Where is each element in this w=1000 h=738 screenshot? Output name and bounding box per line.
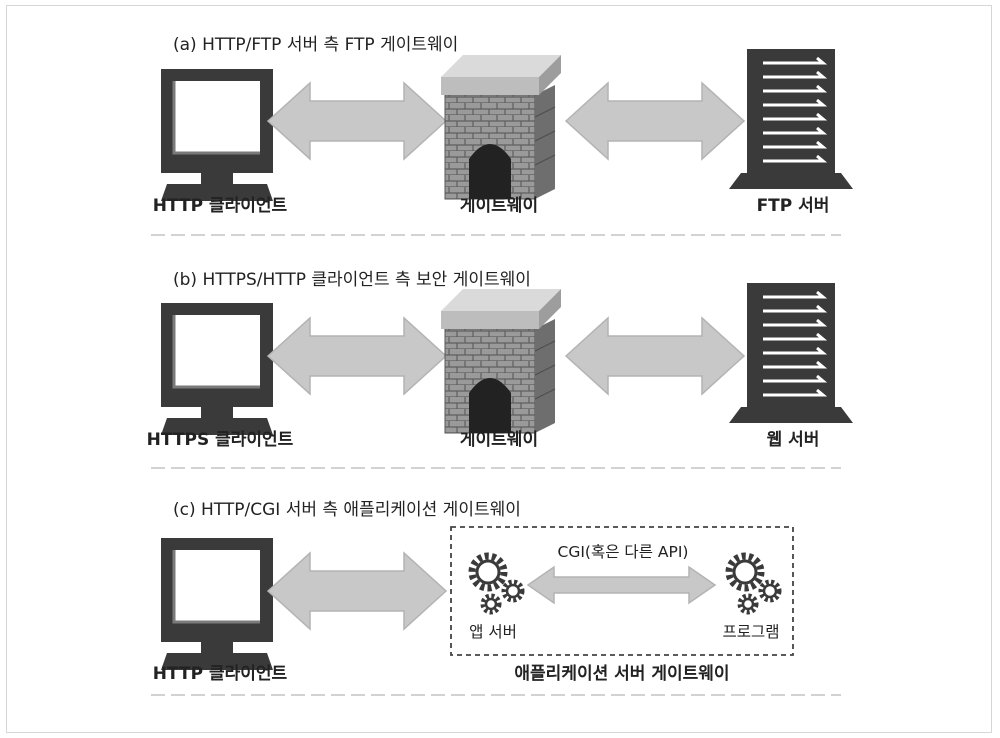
double-arrow-icon [565, 317, 745, 395]
computer-icon [159, 67, 275, 203]
server-label: 웹 서버 [767, 430, 820, 450]
double-arrow-icon [267, 552, 447, 630]
gateway-label: 게이트웨이 [460, 430, 538, 450]
client-label: HTTP 클라이언트 [153, 664, 288, 684]
double-arrow-icon [526, 565, 717, 605]
panel-c: (c) HTTP/CGI 서버 측 애플리케이션 게이트웨이 CGI(혹은 다른… [153, 500, 794, 684]
computer-icon [159, 536, 275, 672]
interface-label: CGI(혹은 다른 API) [558, 543, 689, 561]
double-arrow-icon [267, 82, 447, 160]
double-arrow-icon [267, 317, 447, 395]
panel-a: (a) HTTP/FTP 서버 측 FTP 게이트웨이 HTTP 클라이언트 게… [153, 35, 855, 216]
gateway-icon [440, 54, 562, 200]
gateway-label: 애플리케이션 서버 게이트웨이 [514, 664, 729, 684]
double-arrow-icon [565, 82, 745, 160]
figure-frame: (a) HTTP/FTP 서버 측 FTP 게이트웨이 HTTP 클라이언트 게… [6, 5, 992, 733]
gateway-icon [440, 288, 562, 434]
panel-a-title: (a) HTTP/FTP 서버 측 FTP 게이트웨이 [173, 35, 458, 55]
gears-icon [725, 552, 782, 615]
program-label: 프로그램 [722, 623, 779, 641]
client-label: HTTP 클라이언트 [153, 196, 288, 216]
computer-icon [159, 301, 275, 437]
panel-b-title: (b) HTTPS/HTTP 클라이언트 측 보안 게이트웨이 [173, 270, 531, 290]
server-icon [727, 47, 855, 191]
panel-c-title: (c) HTTP/CGI 서버 측 애플리케이션 게이트웨이 [173, 500, 521, 520]
panel-b: (b) HTTPS/HTTP 클라이언트 측 보안 게이트웨이 HTTPS 클라… [147, 270, 855, 450]
server-icon [727, 281, 855, 425]
app-server-label: 앱 서버 [469, 623, 517, 641]
client-label: HTTPS 클라이언트 [147, 430, 294, 450]
gears-icon [468, 552, 525, 615]
server-label: FTP 서버 [757, 196, 830, 216]
gateway-diagram: (a) HTTP/FTP 서버 측 FTP 게이트웨이 HTTP 클라이언트 게… [147, 35, 855, 696]
gateway-label: 게이트웨이 [460, 196, 538, 216]
application-gateway-box [450, 526, 794, 656]
